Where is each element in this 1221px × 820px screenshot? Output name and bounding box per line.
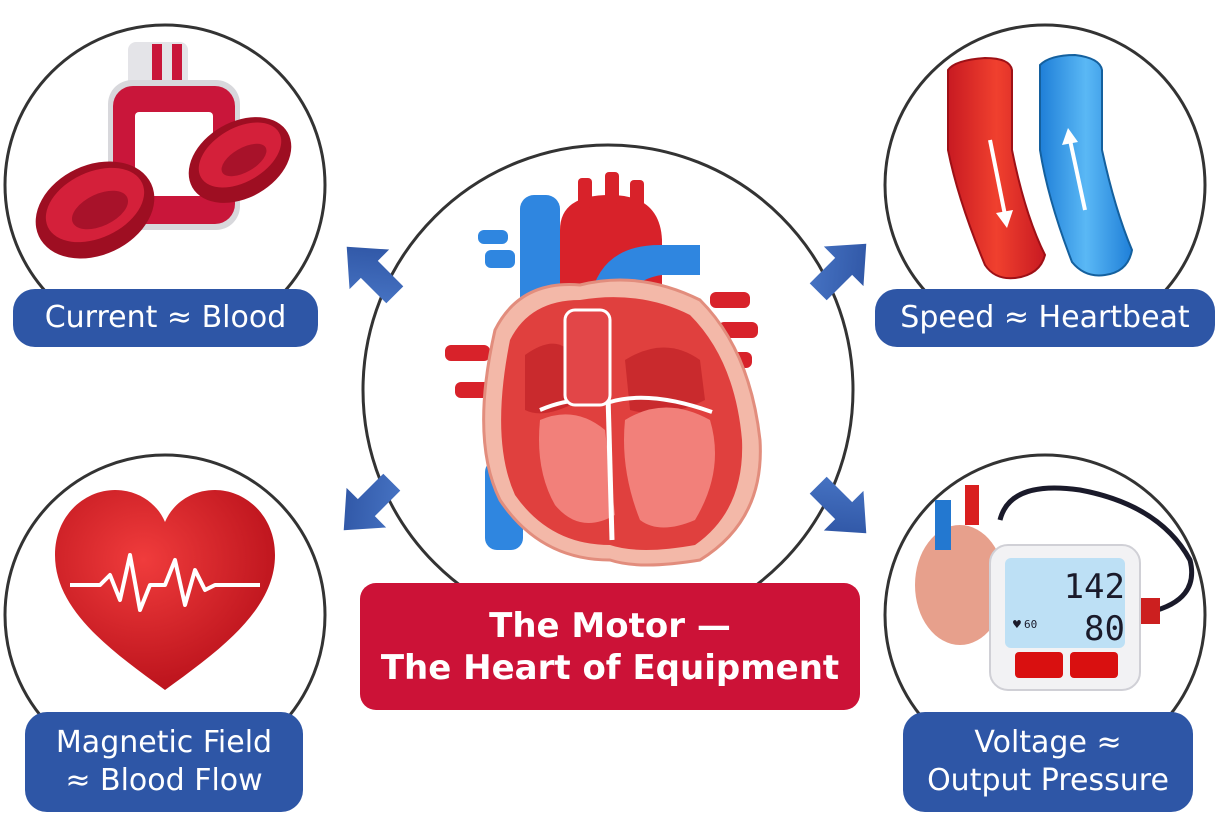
voltage-pressure-label: Voltage ≈ Output Pressure [903, 712, 1193, 812]
pulse-icon: ♥ [1012, 618, 1022, 631]
pulse-readout: 60 [1024, 618, 1037, 631]
motor-title-line1: The Motor — [489, 605, 731, 646]
anatomical-heart-icon [445, 172, 762, 567]
vessels-icon [947, 53, 1134, 280]
blood-cell-icon [35, 117, 292, 259]
arrow-to-current [346, 246, 404, 304]
arrow-to-speed [809, 243, 867, 301]
speed-heartbeat-label: Speed ≈ Heartbeat [875, 289, 1215, 347]
motor-title-line2: The Heart of Equipment [380, 647, 840, 688]
motor-title-box: The Motor — The Heart of Equipment [360, 583, 860, 710]
heart-ecg-icon [55, 490, 275, 690]
systolic-readout: 142 [1064, 567, 1125, 607]
arrow-to-field [343, 473, 401, 531]
current-blood-label: Current ≈ Blood [13, 289, 318, 347]
diastolic-readout: 80 [1084, 609, 1125, 649]
bp-monitor-icon: 142 80 ♥ 60 [915, 485, 1195, 691]
magnetic-field-label: Magnetic Field ≈ Blood Flow [25, 712, 303, 812]
arrow-to-voltage [809, 476, 867, 534]
